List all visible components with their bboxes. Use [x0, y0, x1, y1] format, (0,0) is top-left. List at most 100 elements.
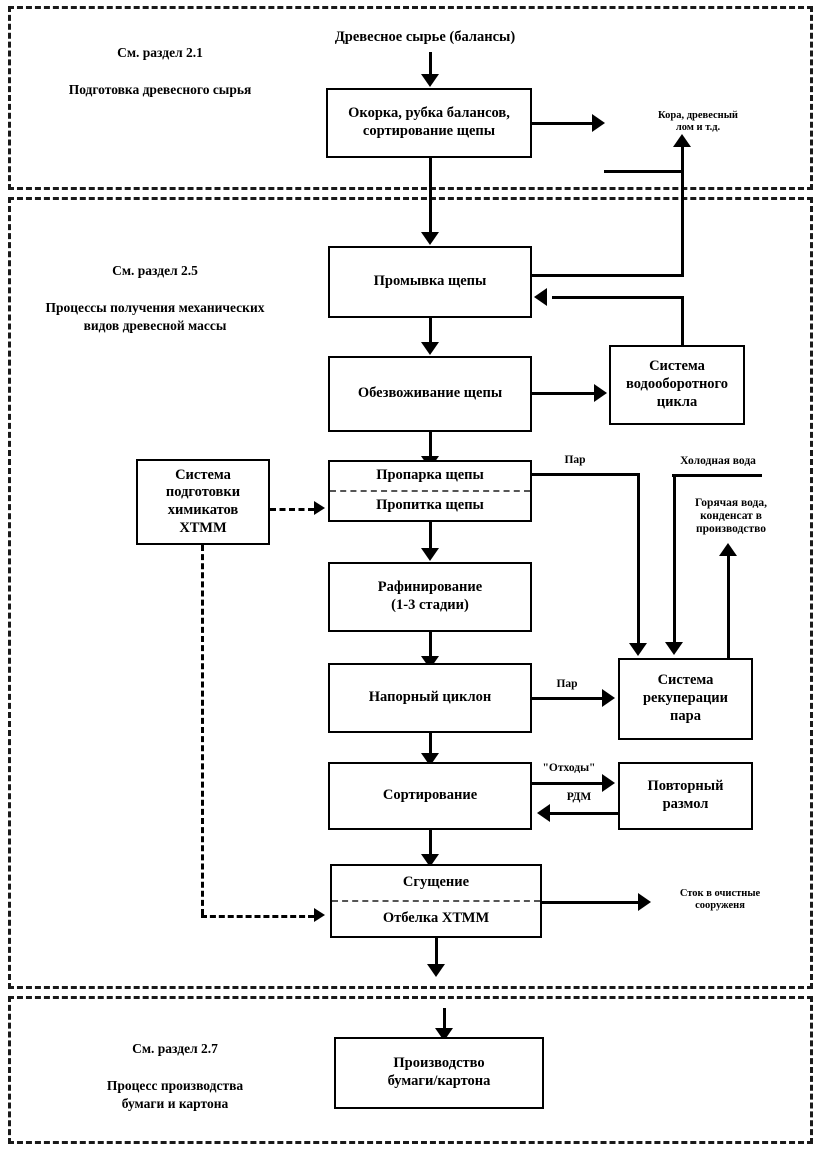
box-steam-recovery-line3: пара	[670, 707, 701, 724]
box-debarking-line1: Окорка, рубка балансов,	[348, 105, 510, 122]
box-water-loop-system[interactable]: Система водооборотного цикла	[609, 345, 745, 425]
box-steam-recovery-line1: Система	[657, 672, 714, 689]
arrowhead-debarking-to-chipwashing	[421, 232, 439, 245]
box-chip-washing-label: Промывка щепы	[373, 273, 487, 290]
box-paper-production[interactable]: Производство бумаги/картона	[334, 1037, 544, 1109]
connector-waterloop-to-chipwashing-h	[552, 296, 684, 299]
box-steaming-divider	[330, 490, 530, 492]
box-chemicals-system[interactable]: Система подготовки химикатов ХТММ	[136, 459, 270, 545]
box-steaming-bottom-half: Пропитка щепы	[330, 492, 530, 520]
label-effluent: Сток в очистные сооруженя	[679, 888, 761, 912]
connector-cyclone-to-screening	[429, 733, 432, 755]
connector-steaming-steam-v	[637, 473, 640, 645]
arrowhead-chipwashing-to-dewatering	[421, 342, 439, 355]
section-heading-2-5-line2: Процессы получения механических видов др…	[45, 299, 265, 333]
connector-chemicals-to-steaming	[270, 508, 314, 511]
box-steaming-label: Пропарка щепы	[376, 467, 484, 484]
section-heading-2-5-line1: См. раздел 2.5	[112, 263, 198, 279]
arrowhead-thickening-to-paper	[427, 964, 445, 977]
arrowhead-rawmaterial-to-debarking	[421, 74, 439, 87]
connector-rawmaterial-to-debarking	[429, 52, 432, 76]
arrowhead-rerefining-to-screening	[537, 804, 550, 822]
connector-thickening-to-paper	[435, 938, 438, 966]
box-steaming-impregnation[interactable]: Пропарка щепы Пропитка щепы	[328, 460, 532, 522]
box-chemicals-line1: Система	[175, 466, 231, 483]
connector-steaming-to-refining	[429, 522, 432, 550]
box-thickening-label: Сгущение	[402, 874, 470, 891]
arrowhead-screening-to-rerefining	[602, 774, 615, 792]
arrowhead-steaming-to-refining	[421, 548, 439, 561]
connector-rerefining-to-screening	[550, 812, 620, 815]
section-heading-2-7: См. раздел 2.7 Процесс производства бума…	[60, 1022, 290, 1131]
connector-screening-to-rerefining	[532, 782, 602, 785]
box-chemicals-line4: ХТММ	[179, 519, 227, 536]
box-chip-washing[interactable]: Промывка щепы	[328, 246, 532, 318]
box-chemicals-line2: подготовки	[165, 484, 241, 501]
box-re-refining[interactable]: Повторный размол	[618, 762, 753, 830]
connector-barkwaste-riser	[681, 146, 684, 172]
label-rejects: "Отходы"	[542, 762, 596, 774]
connector-waterloop-to-chipwashing-v	[681, 296, 684, 348]
connector-dewatering-to-waterloop	[532, 392, 594, 395]
box-impregnation-label: Пропитка щепы	[376, 497, 484, 514]
connector-debarking-to-chipwashing	[429, 158, 432, 234]
box-chip-dewatering-label: Обезвоживание щепы	[357, 385, 503, 402]
arrowhead-coldwater-to-recovery	[665, 642, 683, 655]
connector-coldwater-h	[672, 474, 762, 477]
arrowhead-chemicals-to-bleaching	[314, 908, 325, 922]
arrowhead-waterloop-to-chipwashing	[534, 288, 547, 306]
connector-chemicals-to-bleaching-v	[201, 545, 204, 915]
arrowhead-screening-to-thickening	[421, 854, 439, 867]
box-thickening-top-half: Сгущение	[332, 866, 540, 900]
connector-cyclone-to-recovery	[532, 697, 602, 700]
section-heading-2-1-line2: Подготовка древесного сырья	[68, 81, 252, 97]
box-refining-line2: (1-3 стадии)	[391, 597, 469, 613]
label-rdm: РДМ	[566, 791, 592, 803]
arrowhead-dewatering-to-waterloop	[594, 384, 607, 402]
arrowhead-debarking-to-barkwaste	[592, 114, 605, 132]
box-re-refining-line1: Повторный	[647, 778, 724, 795]
box-steaming-top-half: Пропарка щепы	[330, 462, 530, 490]
connector-chipwashing-out-v	[681, 170, 684, 276]
box-thickening-divider	[332, 900, 540, 902]
box-chemicals-line3: химикатов	[167, 502, 239, 518]
section-heading-2-7-line1: См. раздел 2.7	[132, 1041, 218, 1057]
box-screening-label: Сортирование	[382, 787, 478, 804]
arrowhead-thickening-to-effluent	[638, 893, 651, 911]
box-thickening-bleaching[interactable]: Сгущение Отбелка ХТММ	[330, 864, 542, 938]
box-water-loop-line3: цикла	[656, 393, 698, 410]
box-water-loop-line1: Система	[649, 358, 705, 375]
box-steam-recovery-line2: рекуперации	[642, 690, 729, 707]
section-frame-2-7	[8, 996, 813, 1144]
label-bark-waste: Кора, древесный лом и т.д.	[658, 110, 738, 134]
box-water-loop-line2: водооборотного	[625, 376, 729, 393]
arrowhead-hotwater-out	[719, 543, 737, 556]
box-pressure-cyclone[interactable]: Напорный циклон	[328, 663, 532, 733]
box-bleaching-label: Отбелка ХТММ	[382, 910, 490, 927]
arrowhead-barkwaste-riser	[673, 134, 691, 147]
connector-chipwashing-out-h	[532, 274, 684, 277]
connector-hotwater-out	[727, 555, 730, 659]
box-refining[interactable]: Рафинирование (1-3 стадии)	[328, 562, 532, 632]
box-debarking-line2: сортирование щепы	[362, 123, 496, 139]
box-steam-recovery-system[interactable]: Система рекуперации пара	[618, 658, 753, 740]
label-steam-from-cyclone: Пар	[556, 678, 578, 690]
box-chip-dewatering[interactable]: Обезвоживание щепы	[328, 356, 532, 432]
arrowhead-chemicals-to-steaming	[314, 501, 325, 515]
section-frame-2-5	[8, 197, 813, 989]
connector-chipwashing-to-dewatering	[429, 318, 432, 344]
section-heading-2-7-line2: Процесс производства бумаги и картона	[106, 1077, 244, 1111]
connector-coldwater-v	[673, 474, 676, 644]
connector-section-to-paper	[443, 1008, 446, 1030]
box-screening[interactable]: Сортирование	[328, 762, 532, 830]
section-heading-2-1-line1: См. раздел 2.1	[117, 45, 203, 61]
connector-thickening-to-effluent	[542, 901, 640, 904]
box-debarking[interactable]: Окорка, рубка балансов, сортирование щеп…	[326, 88, 532, 158]
connector-steaming-steam-h	[532, 473, 640, 476]
connector-chemicals-to-bleaching-h	[201, 915, 314, 918]
label-cold-water: Холодная вода	[680, 455, 756, 467]
box-refining-line1: Рафинирование	[377, 579, 483, 596]
arrowhead-steaming-steam-to-recovery	[629, 643, 647, 656]
label-hot-water-condensate: Горячая вода, конденсат в производство	[695, 497, 767, 536]
